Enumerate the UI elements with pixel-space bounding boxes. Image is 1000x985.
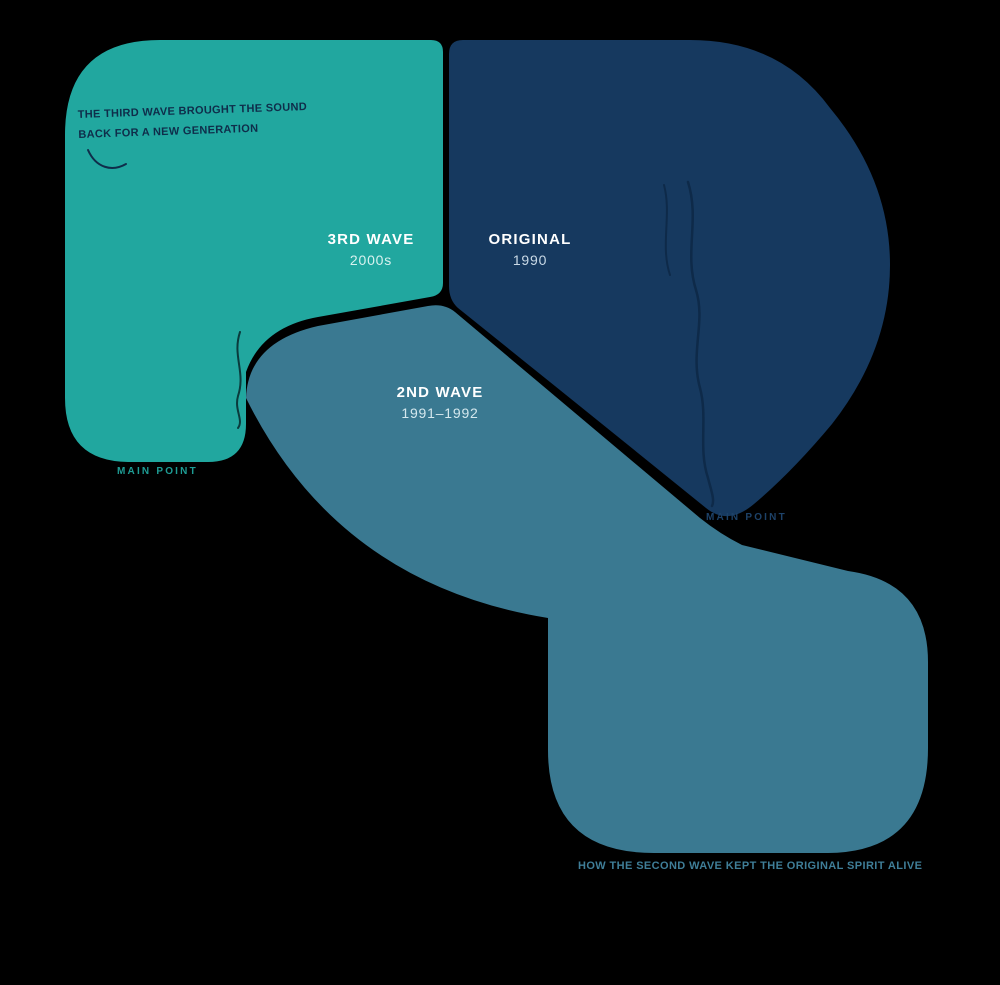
- main-point-original: MAIN POINT: [706, 512, 787, 523]
- second-wave-period: 1991–1992: [401, 405, 479, 421]
- main-point-third-wave: MAIN POINT: [117, 466, 198, 477]
- original-shape: [449, 40, 890, 517]
- original-label: ORIGINAL 1990: [489, 231, 572, 268]
- third-wave-shape: [65, 40, 443, 462]
- second-wave-caption: HOW THE SECOND WAVE KEPT THE ORIGINAL SP…: [578, 860, 923, 872]
- second-wave-shape: [246, 305, 928, 853]
- original-period: 1990: [512, 252, 548, 268]
- third-wave-title: 3RD WAVE: [327, 231, 415, 248]
- third-wave-label: 3RD WAVE 2000s: [328, 231, 415, 268]
- original-title: ORIGINAL: [488, 231, 572, 248]
- third-wave-period: 2000s: [349, 252, 393, 268]
- annotation-squiggle-left-gap: [236, 331, 242, 429]
- third-wave-note: THE THIRD WAVE BROUGHT THE SOUND BACK FO…: [77, 97, 308, 145]
- annotation-squiggle-navy-long: [686, 180, 715, 508]
- second-wave-title: 2ND WAVE: [396, 384, 484, 401]
- second-wave-label: 2ND WAVE 1991–1992: [397, 384, 484, 421]
- annotation-squiggle-navy-short: [663, 184, 671, 276]
- annotation-flourish-topleft: [87, 149, 127, 169]
